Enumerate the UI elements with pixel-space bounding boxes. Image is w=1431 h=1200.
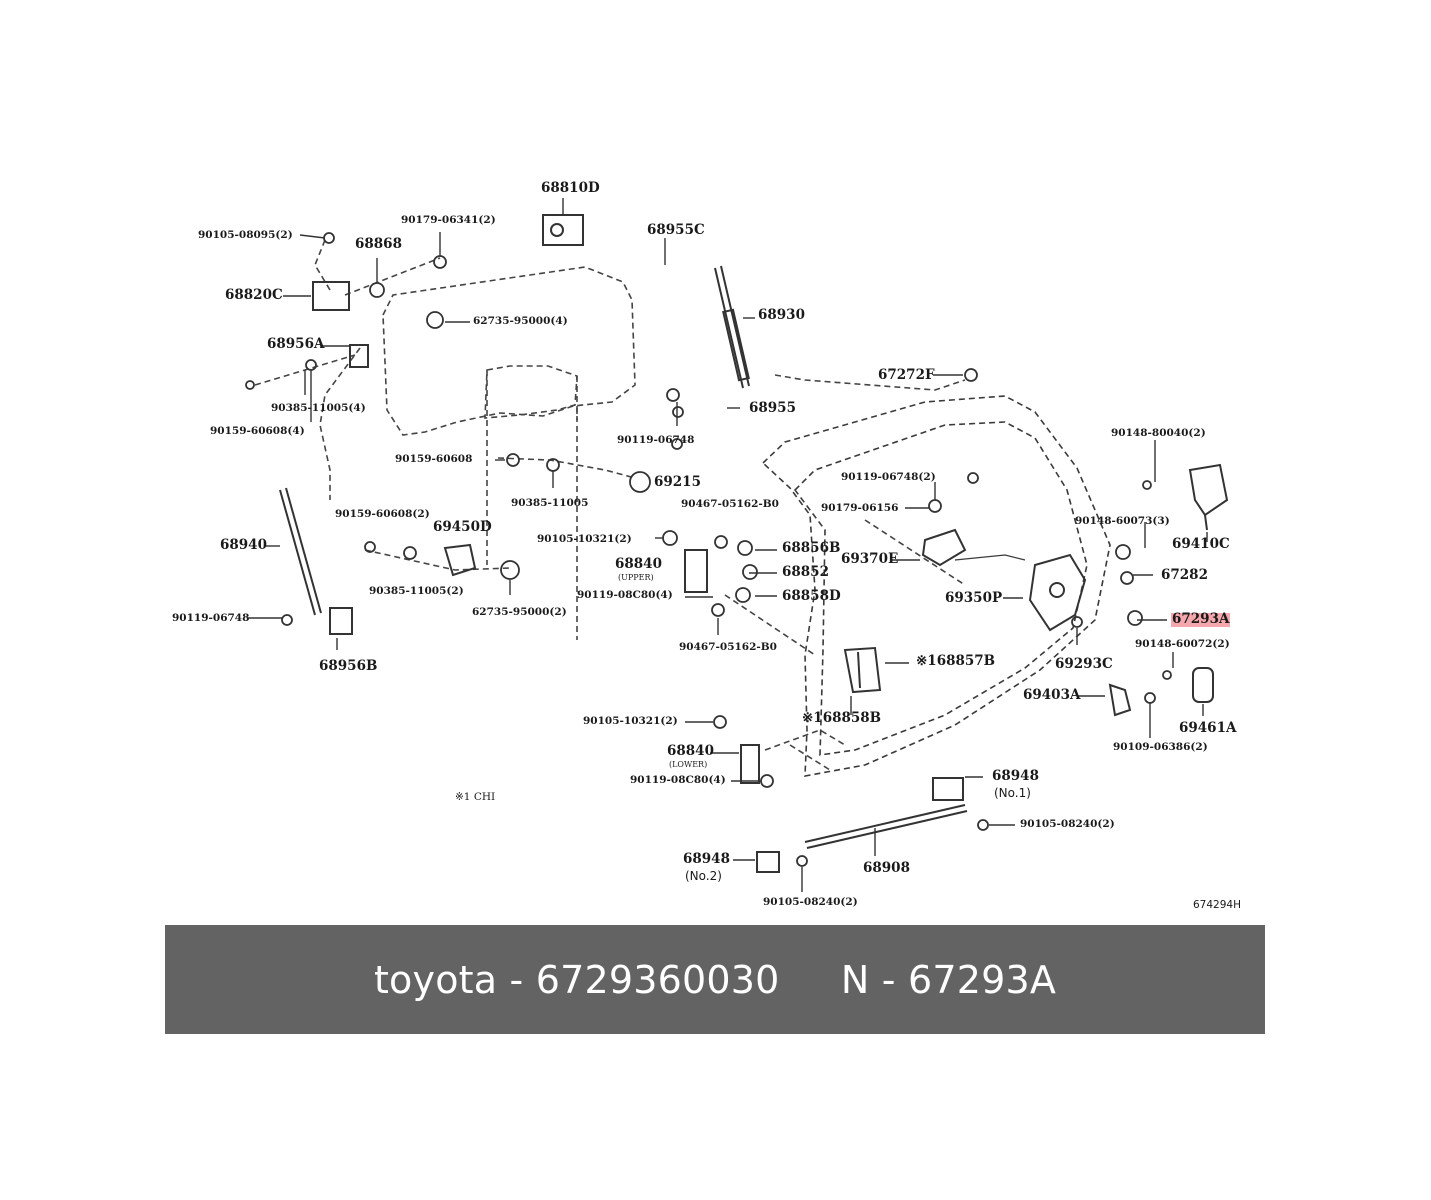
label-62735-95000-4: 62735-95000(4) bbox=[473, 315, 568, 327]
label-68820C: 68820C bbox=[225, 287, 283, 303]
label-68955: 68955 bbox=[749, 400, 796, 416]
label-68948-no1: 68948 bbox=[992, 768, 1039, 784]
label-68948-no2: 68948 bbox=[683, 851, 730, 867]
label-90467-05162-b: 90467-05162-B0 bbox=[679, 641, 777, 653]
label-90159-60608-2: 90159-60608(2) bbox=[335, 508, 430, 520]
motor-68810D bbox=[542, 214, 584, 246]
label-90119-08C80-b: 90119-08C80(4) bbox=[630, 774, 726, 786]
label-90179-06341: 90179-06341(2) bbox=[401, 214, 496, 226]
bracket-68956B bbox=[329, 607, 353, 635]
stay-68908 bbox=[804, 804, 968, 849]
label-68940: 68940 bbox=[220, 537, 267, 553]
label-68930: 68930 bbox=[758, 307, 805, 323]
label-69450D: 69450D bbox=[433, 519, 492, 535]
bracket-68956A bbox=[349, 344, 369, 368]
leader-lines bbox=[247, 198, 1208, 892]
label-69370E: 69370E bbox=[841, 551, 899, 567]
label-67293A-highlighted: 67293A bbox=[1171, 611, 1231, 627]
label-upper: (UPPER) bbox=[618, 573, 654, 582]
label-90148-60072: 90148-60072(2) bbox=[1135, 638, 1230, 650]
diagram-linework bbox=[245, 198, 1229, 892]
label-67282: 67282 bbox=[1161, 567, 1208, 583]
back-door-inner-outline bbox=[793, 421, 1088, 756]
label-90159-60608-4: 90159-60608(4) bbox=[210, 425, 305, 437]
label-90105-10321-a: 90105-10321(2) bbox=[537, 533, 632, 545]
label-68852: 68852 bbox=[782, 564, 829, 580]
striker-69410C bbox=[1188, 463, 1229, 531]
bracket-69403A bbox=[1108, 683, 1132, 717]
label-90119-08C80-a: 90119-08C80(4) bbox=[577, 589, 673, 601]
label-90105-08240-b: 90105-08240(2) bbox=[763, 896, 858, 908]
label-90119-06748-2: 90119-06748(2) bbox=[841, 471, 936, 483]
label-68858B: ※168858B bbox=[802, 710, 882, 726]
inner-panel-outline bbox=[484, 365, 578, 419]
hinge-68820C bbox=[312, 281, 350, 311]
label-69293C: 69293C bbox=[1055, 656, 1113, 672]
label-69215: 69215 bbox=[654, 474, 701, 490]
label-67272F: 67272F bbox=[878, 367, 935, 383]
clip-69450D bbox=[443, 543, 477, 577]
label-90105-08095: 90105-08095(2) bbox=[198, 229, 293, 241]
bracket-68948-no2 bbox=[756, 851, 780, 873]
parts-diagram: 68810D 90179-06341(2) 90105-08095(2) 688… bbox=[165, 170, 1265, 925]
label-68956A: 68956A bbox=[267, 336, 325, 352]
label-68840-lower: 68840 bbox=[667, 743, 714, 759]
label-90179-06156: 90179-06156 bbox=[821, 502, 899, 514]
label-69410C: 69410C bbox=[1172, 536, 1230, 552]
back-window-outline bbox=[382, 266, 636, 436]
back-door-outline bbox=[761, 395, 1111, 777]
stay-68930 bbox=[714, 265, 750, 389]
label-68858D: 68858D bbox=[782, 588, 841, 604]
label-note-chi: ※1 CHI bbox=[455, 791, 496, 803]
diagram-id: 674294H bbox=[1193, 899, 1241, 911]
lock-69350P bbox=[1028, 553, 1087, 632]
stay-68940 bbox=[279, 487, 322, 616]
label-90109-06386: 90109-06386(2) bbox=[1113, 741, 1208, 753]
hinge-68840-lower bbox=[740, 744, 760, 784]
caption-text: toyota - 6729360030 N - 67293A bbox=[373, 957, 1057, 1002]
lock-69370E bbox=[921, 528, 967, 567]
handle-68857B bbox=[843, 646, 882, 694]
label-68840-upper: 68840 bbox=[615, 556, 662, 572]
label-90385-11005-2: 90385-11005(2) bbox=[369, 585, 464, 597]
label-69403A: 69403A bbox=[1023, 687, 1081, 703]
label-69461A: 69461A bbox=[1179, 720, 1237, 736]
label-62735-95000-2: 62735-95000(2) bbox=[472, 606, 567, 618]
label-68857B: ※168857B bbox=[916, 653, 996, 669]
label-90467-05162-a: 90467-05162-B0 bbox=[681, 498, 779, 510]
label-69350P: 69350P bbox=[945, 590, 1003, 606]
bracket-68948-no1 bbox=[932, 777, 964, 801]
label-90105-08240-a: 90105-08240(2) bbox=[1020, 818, 1115, 830]
caption-bar: toyota - 6729360030 N - 67293A bbox=[165, 925, 1265, 1034]
label-68908: 68908 bbox=[863, 860, 910, 876]
label-68956B: 68956B bbox=[319, 658, 378, 674]
label-90119-06748-b: 90119-06748 bbox=[172, 612, 250, 624]
label-lower: (LOWER) bbox=[669, 760, 708, 769]
hinge-68840-upper bbox=[684, 549, 708, 593]
label-no1: (No.1) bbox=[994, 786, 1031, 800]
label-68810D: 68810D bbox=[541, 180, 600, 196]
label-68868: 68868 bbox=[355, 236, 402, 252]
label-90148-60073: 90148-60073(3) bbox=[1075, 515, 1170, 527]
bracket-69461A bbox=[1192, 667, 1214, 703]
label-90105-10321-b: 90105-10321(2) bbox=[583, 715, 678, 727]
label-68856B: 68856B bbox=[782, 540, 841, 556]
label-90385-11005: 90385-11005 bbox=[511, 497, 589, 509]
label-90385-11005-4: 90385-11005(4) bbox=[271, 402, 366, 414]
label-no2: (No.2) bbox=[685, 869, 722, 883]
label-68955C: 68955C bbox=[647, 222, 705, 238]
label-90119-06748-a: 90119-06748 bbox=[617, 434, 695, 446]
label-90159-60608: 90159-60608 bbox=[395, 453, 473, 465]
label-90148-80040: 90148-80040(2) bbox=[1111, 427, 1206, 439]
